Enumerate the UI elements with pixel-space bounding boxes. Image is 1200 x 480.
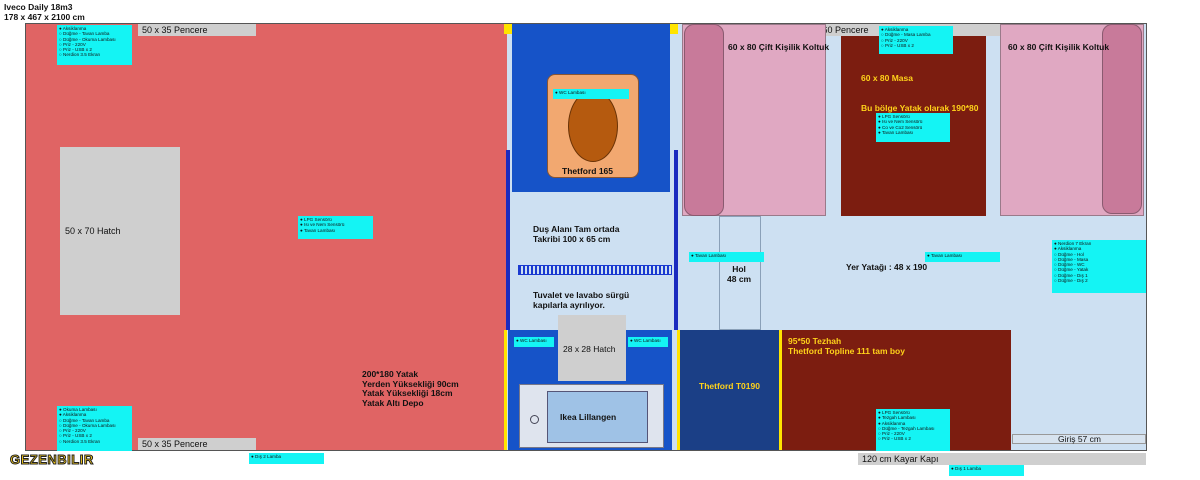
drain-icon (530, 415, 539, 424)
right-sofa-armrest (1102, 24, 1142, 214)
rear-top-window: 50 x 35 Pencere (138, 24, 256, 36)
bed-description: 200*180 Yatak Yerden Yüksekliği 90cm Yat… (362, 369, 459, 408)
bedroom-tag-bottom: ● Okuma Lambası ● Aksiklanma ○ Düğme - T… (57, 406, 132, 451)
bedroom-tag-top: ● Aksiklanma ○ Düğme - Tavan Lamba ○ Düğ… (57, 25, 132, 65)
table-tag-top: ● Aksiklanma ○ Düğme - Masa Lamba ○ Priz… (879, 26, 953, 54)
van-title: Iveco Daily 18m3 (4, 2, 73, 12)
rear-hatch: 50 x 70 Hatch (60, 147, 180, 315)
outside-light-2-tag: ● Dış 2 Lamba (249, 453, 324, 464)
hall-label: Hol 48 cm (727, 264, 752, 284)
bedroom-tag-mid: ● LPG Sensörü ● Isı ve Nem Sensörü ● Tav… (298, 216, 373, 239)
fridge-label: Thetford T0190 (699, 381, 760, 391)
rear-hatch-label: 50 x 70 Hatch (65, 226, 121, 236)
kitchen-tag: ● LPG Sensörü ● Tezgah Lambası ● Aksikla… (876, 409, 950, 451)
table-label: 60 x 80 Masa (861, 73, 913, 83)
right-sofa-label: 60 x 80 Çift Kişilik Koltuk (1008, 42, 1110, 52)
table-bed-note: Bu bölge Yatak olarak 190*80 (861, 103, 979, 113)
toilet-bowl (568, 90, 618, 162)
partition-wall-left (504, 330, 507, 450)
partition-post-top-right (670, 24, 678, 34)
van-dimensions: 178 x 467 x 2100 cm (4, 12, 85, 22)
outside-light-1-tag: ● Dış 1 Lamba (949, 465, 1024, 476)
shower-wall-left (506, 150, 510, 330)
washroom-light-tag-left: ● WC Lambası (514, 337, 554, 347)
entrance-step: Giriş 57 cm (1012, 434, 1146, 444)
sink-label: Ikea Lillangen (560, 412, 617, 422)
washroom-hatch: 28 x 28 Hatch (558, 315, 626, 381)
fridge-wall (779, 330, 782, 450)
washroom-light-tag-right: ● WC Lambası (628, 337, 668, 347)
kitchen-cabinet-label: 95*50 Tezhah Thetford Topline 111 tam bo… (788, 336, 905, 356)
washroom-hatch-label: 28 x 28 Hatch (563, 344, 616, 354)
shower-drain-grate (518, 265, 672, 275)
toilet-label: Thetford 165 (562, 166, 614, 176)
control-panel-tag: ● Nerdion 7 Ekran ● Aksiklanma ○ Düğme -… (1052, 240, 1146, 293)
gezenbilir-logo: GEZENBILIR (10, 452, 94, 468)
left-sofa-armrest (684, 24, 724, 216)
table-tag-mid: ● LPG Sensörü ● Isı ve Nem Sensörü ● Co … (876, 113, 950, 142)
sink-basin: Ikea Lillangen (547, 391, 648, 443)
entrance-label: Giriş 57 cm (1058, 434, 1101, 444)
left-sofa-label: 60 x 80 Çift Kişilik Koltuk (728, 42, 830, 52)
ceiling-light-tag-right: ● Tavan Lambası (925, 252, 1000, 262)
ceiling-light-tag-left: ● Tavan Lambası (689, 252, 764, 262)
hall (719, 216, 761, 330)
shower-wall-right (674, 150, 678, 330)
sink-cabinet: Ikea Lillangen (519, 384, 664, 448)
fridge: Thetford T0190 (680, 330, 779, 450)
partition-post-top-left (504, 24, 512, 34)
floor-bed-label: Yer Yatağı : 48 x 190 (846, 262, 928, 272)
wc-light-tag: ● WC Lambası (553, 89, 629, 99)
shower-label: Duş Alanı Tam ortada Takribi 100 x 65 cm (533, 224, 620, 244)
sliding-doors-note: Tuvalet ve lavabo sürgü kapılarla ayrılı… (533, 290, 630, 310)
partition-wall-right (677, 330, 680, 450)
sliding-door: 120 cm Kayar Kapı (858, 453, 1146, 465)
rear-bottom-window: 50 x 35 Pencere (138, 438, 256, 450)
